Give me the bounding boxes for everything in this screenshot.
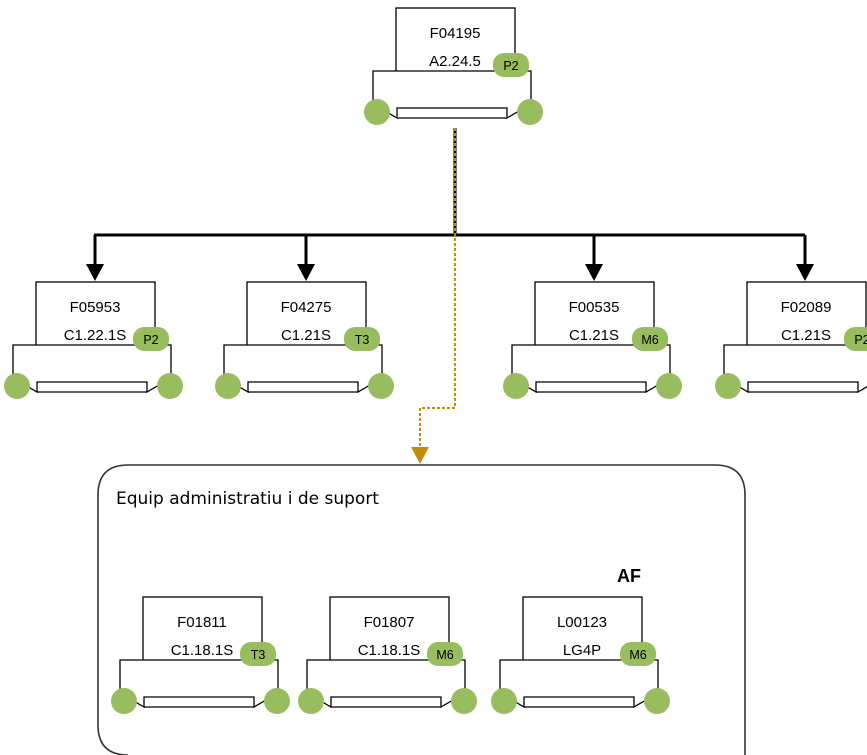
category-badge-label: M6 (641, 333, 658, 347)
position-id: F02089 (781, 299, 832, 316)
left-wheel (715, 373, 741, 399)
category-badge (844, 327, 867, 351)
left-wheel (491, 688, 517, 714)
category-badge-label: M6 (629, 648, 646, 662)
left-wheel (298, 688, 324, 714)
category-badge-label: P2 (143, 333, 158, 347)
position-id: F01807 (364, 614, 415, 631)
category-badge (344, 327, 380, 351)
arrowhead-child-1 (86, 264, 104, 281)
left-wheel (215, 373, 241, 399)
support-group-tag: AF (617, 566, 641, 586)
support-group: Equip administratiu i de suport AF (97, 464, 746, 755)
category-badge-label: P2 (503, 59, 518, 73)
right-wheel (451, 688, 477, 714)
card-base (511, 344, 671, 394)
position-code: C1.21S (281, 327, 331, 344)
category-badge (133, 327, 169, 351)
category-badge-label: P2 (854, 333, 867, 347)
position-id: L00123 (557, 614, 607, 631)
arrowhead-child-3 (585, 264, 603, 281)
category-badge-label: T3 (251, 648, 266, 662)
support-group-frame (97, 464, 746, 755)
right-wheel (264, 688, 290, 714)
card-base (223, 344, 383, 394)
card-base (723, 344, 867, 394)
card-base (499, 659, 659, 709)
category-badge (632, 327, 668, 351)
support-arrowhead (411, 447, 429, 464)
arrowhead-child-4 (796, 264, 814, 281)
right-wheel (656, 373, 682, 399)
right-wheel (517, 99, 543, 125)
category-badge (240, 642, 276, 666)
category-badge-label: M6 (436, 648, 453, 662)
position-code: C1.18.1S (358, 642, 421, 659)
position-id: F01811 (177, 614, 227, 631)
position-code: C1.21S (569, 327, 619, 344)
left-wheel (111, 688, 137, 714)
left-wheel (364, 99, 390, 125)
category-badge (427, 642, 463, 666)
card-base (306, 659, 466, 709)
position-code: C1.22.1S (64, 327, 127, 344)
card-base (372, 70, 532, 120)
left-wheel (503, 373, 529, 399)
category-badge (493, 53, 529, 77)
position-code: C1.21S (781, 327, 831, 344)
position-code: A2.24.5 (429, 53, 481, 70)
child-connector-arrows (86, 235, 814, 281)
arrowhead-child-2 (297, 264, 315, 281)
right-wheel (157, 373, 183, 399)
connectors (86, 128, 814, 464)
position-code: LG4P (563, 642, 601, 659)
right-wheel (644, 688, 670, 714)
card-base (119, 659, 279, 709)
category-badge-label: T3 (355, 333, 370, 347)
position-id: F05953 (70, 299, 121, 316)
position-id: F04275 (281, 299, 332, 316)
right-wheel (368, 373, 394, 399)
position-id: F00535 (569, 299, 620, 316)
support-dashed-connector (419, 128, 456, 448)
support-group-title: Equip administratiu i de suport (116, 489, 379, 509)
category-badge (620, 642, 656, 666)
position-id: F04195 (430, 25, 481, 42)
card-base (12, 344, 172, 394)
left-wheel (4, 373, 30, 399)
position-code: C1.18.1S (171, 642, 234, 659)
